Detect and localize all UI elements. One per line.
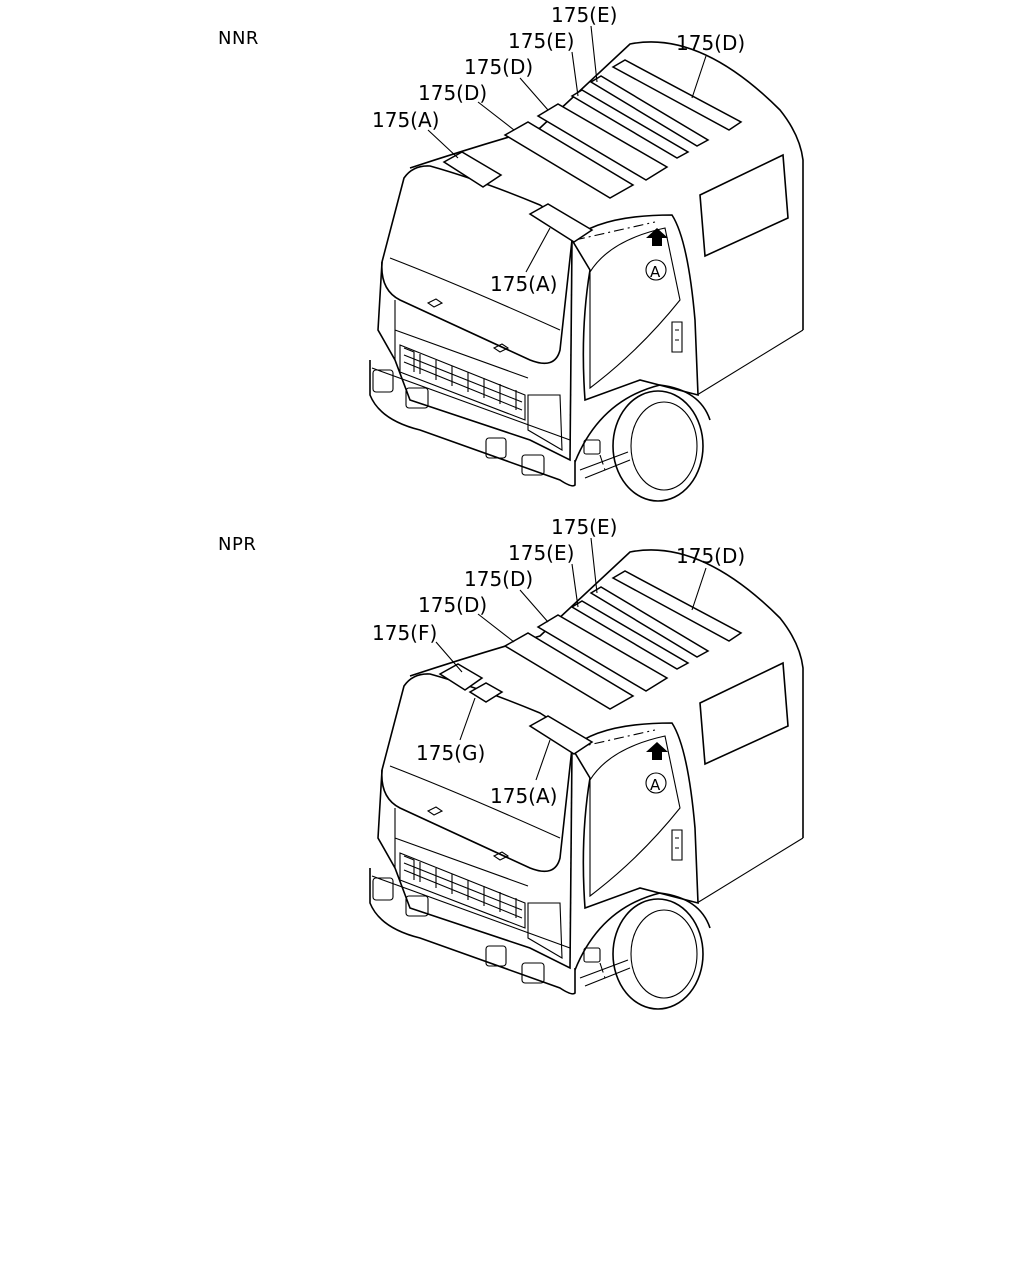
callout-175a-lower: 175(A) [490,272,557,296]
callout-175e-second: 175(E) [508,29,574,53]
truck-cab-npr [369,549,804,1010]
callout-175d-right: 175(D) [676,544,745,568]
callout-175d-lower: 175(D) [418,593,487,617]
callout-175g: 175(G) [416,741,485,765]
callout-175d-middle: 175(D) [464,567,533,591]
view-marker-circle [645,259,667,281]
model-label-nnr: NNR [218,28,259,49]
callout-175d-lower: 175(D) [418,81,487,105]
roof-insulators-npr [438,570,743,755]
model-label-npr: NPR [218,534,257,555]
callout-175f: 175(F) [372,621,437,645]
callout-175a: 175(A) [490,784,557,808]
view-marker-circle [645,772,667,794]
callout-175d-right: 175(D) [676,31,745,55]
callout-175e-top: 175(E) [551,515,617,539]
view-marker-nnr: A [650,263,661,281]
view-marker-npr: A [650,776,661,794]
arrow-up-icon [646,742,668,760]
roof-insulators-nnr [442,59,743,243]
callout-175a-upper: 175(A) [372,108,439,132]
diagram-npr: A 175(E) 175(E) 175(D) 175(D) 175(D) 175… [369,515,804,1010]
callout-175d-middle: 175(D) [464,55,533,79]
callout-175e-second: 175(E) [508,541,574,565]
diagram-nnr: A 175(E) 175(E) 175(D) 175(D) 175(D) 175… [369,3,804,502]
arrow-up-icon [646,228,668,246]
callout-175e-top: 175(E) [551,3,617,27]
